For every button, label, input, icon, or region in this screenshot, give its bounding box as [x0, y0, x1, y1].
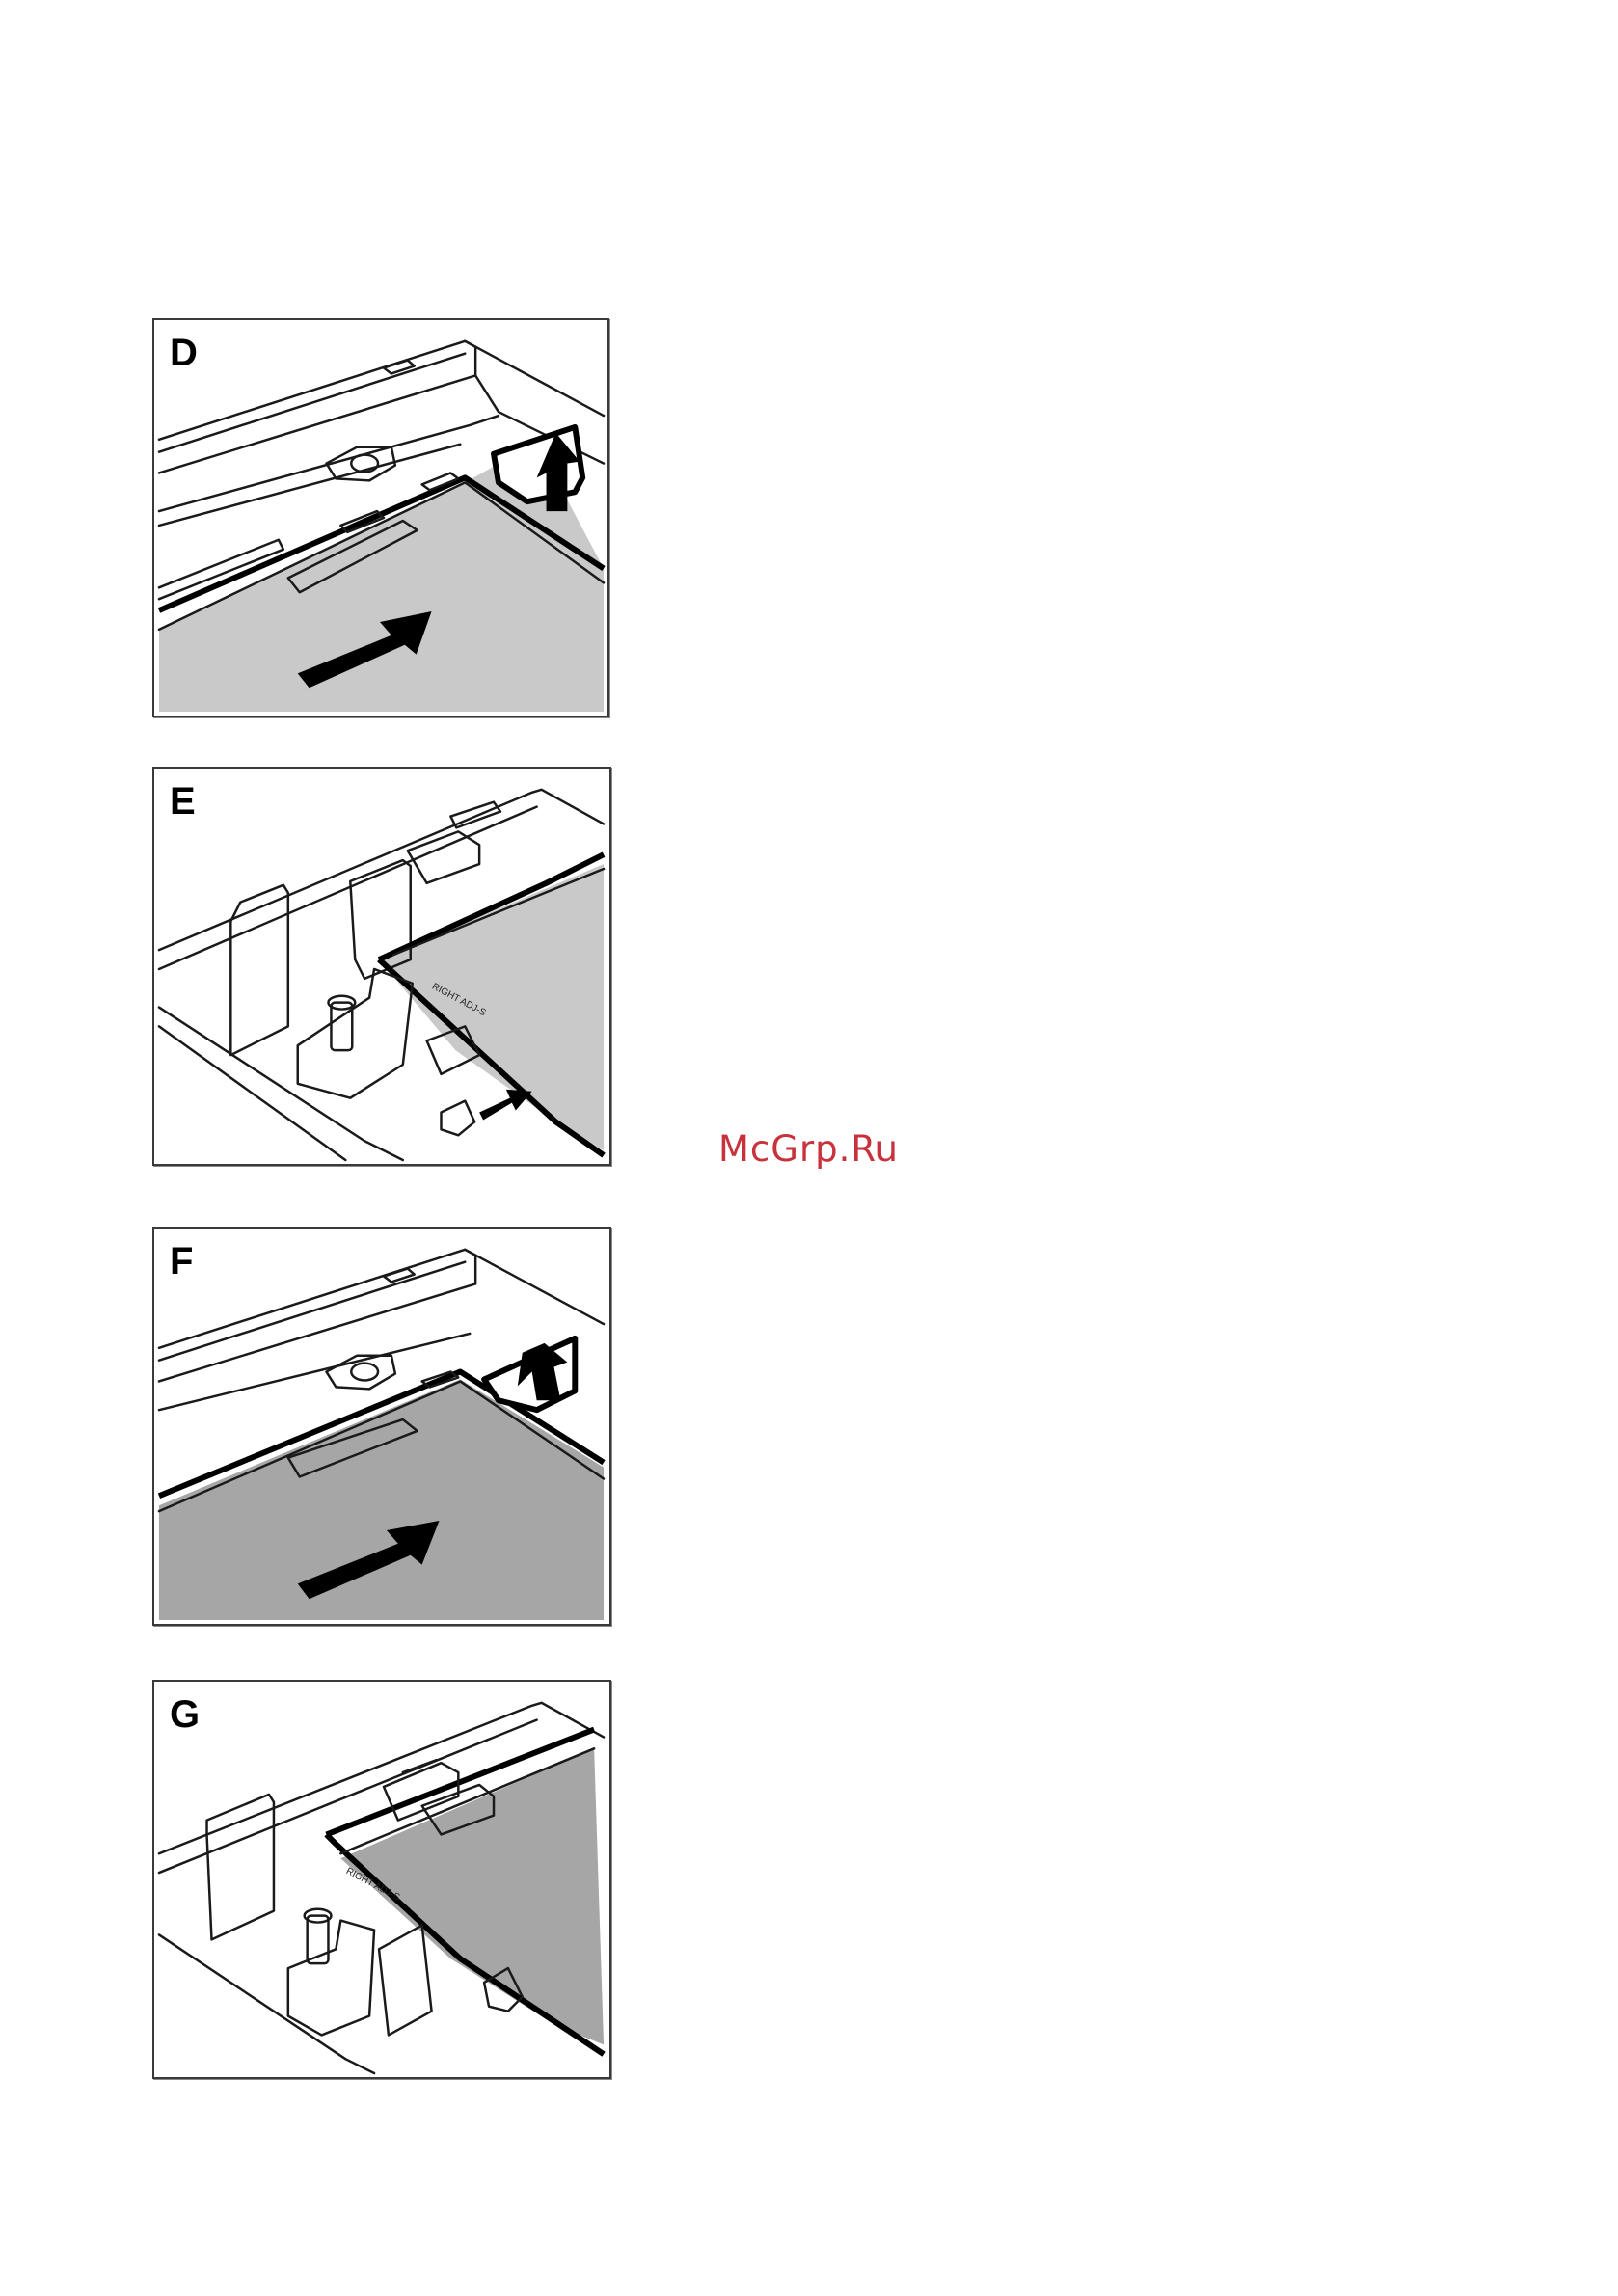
diagram-g: RIGHT ADJ-S — [154, 1682, 609, 2077]
panel-letter: E — [170, 782, 196, 821]
figure-panel-f: F — [152, 1227, 611, 1626]
diagram-e: RIGHT ADJ-S — [154, 769, 609, 1164]
clip-arrow-icon — [479, 1090, 532, 1121]
panel-letter: F — [170, 1242, 193, 1281]
diagram-f — [154, 1229, 609, 1624]
panel-letter: D — [170, 334, 198, 372]
panel-letter: G — [170, 1695, 200, 1734]
figure-panel-g: RIGHT ADJ-S G — [152, 1680, 611, 2079]
diagram-d — [154, 320, 607, 716]
watermark-text: McGrp.Ru — [718, 1128, 899, 1170]
figure-panel-e: RIGHT ADJ-S E — [152, 767, 611, 1166]
figure-panel-d: D — [152, 318, 609, 717]
